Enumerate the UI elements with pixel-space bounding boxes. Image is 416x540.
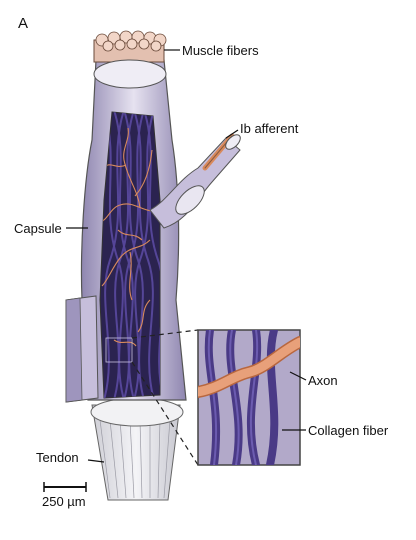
label-capsule: Capsule (14, 221, 62, 236)
muscle-fibers (93, 30, 167, 89)
scale-bar: 250 µm (42, 482, 87, 509)
label-tendon: Tendon (36, 450, 79, 465)
ib-afferent (149, 133, 241, 229)
capsule-interior (99, 111, 161, 399)
tendon (90, 397, 184, 501)
panel-letter: A (18, 15, 28, 32)
label-axon: Axon (308, 373, 338, 388)
inset-magnified (197, 329, 301, 466)
label-ib-afferent: Ib afferent (240, 121, 299, 136)
label-collagen-fiber: Collagen fiber (308, 423, 389, 438)
leader-lines (66, 49, 307, 463)
label-muscle-fibers: Muscle fibers (182, 43, 259, 58)
scale-bar-label: 250 µm (42, 494, 86, 509)
zoom-lines (131, 329, 199, 466)
